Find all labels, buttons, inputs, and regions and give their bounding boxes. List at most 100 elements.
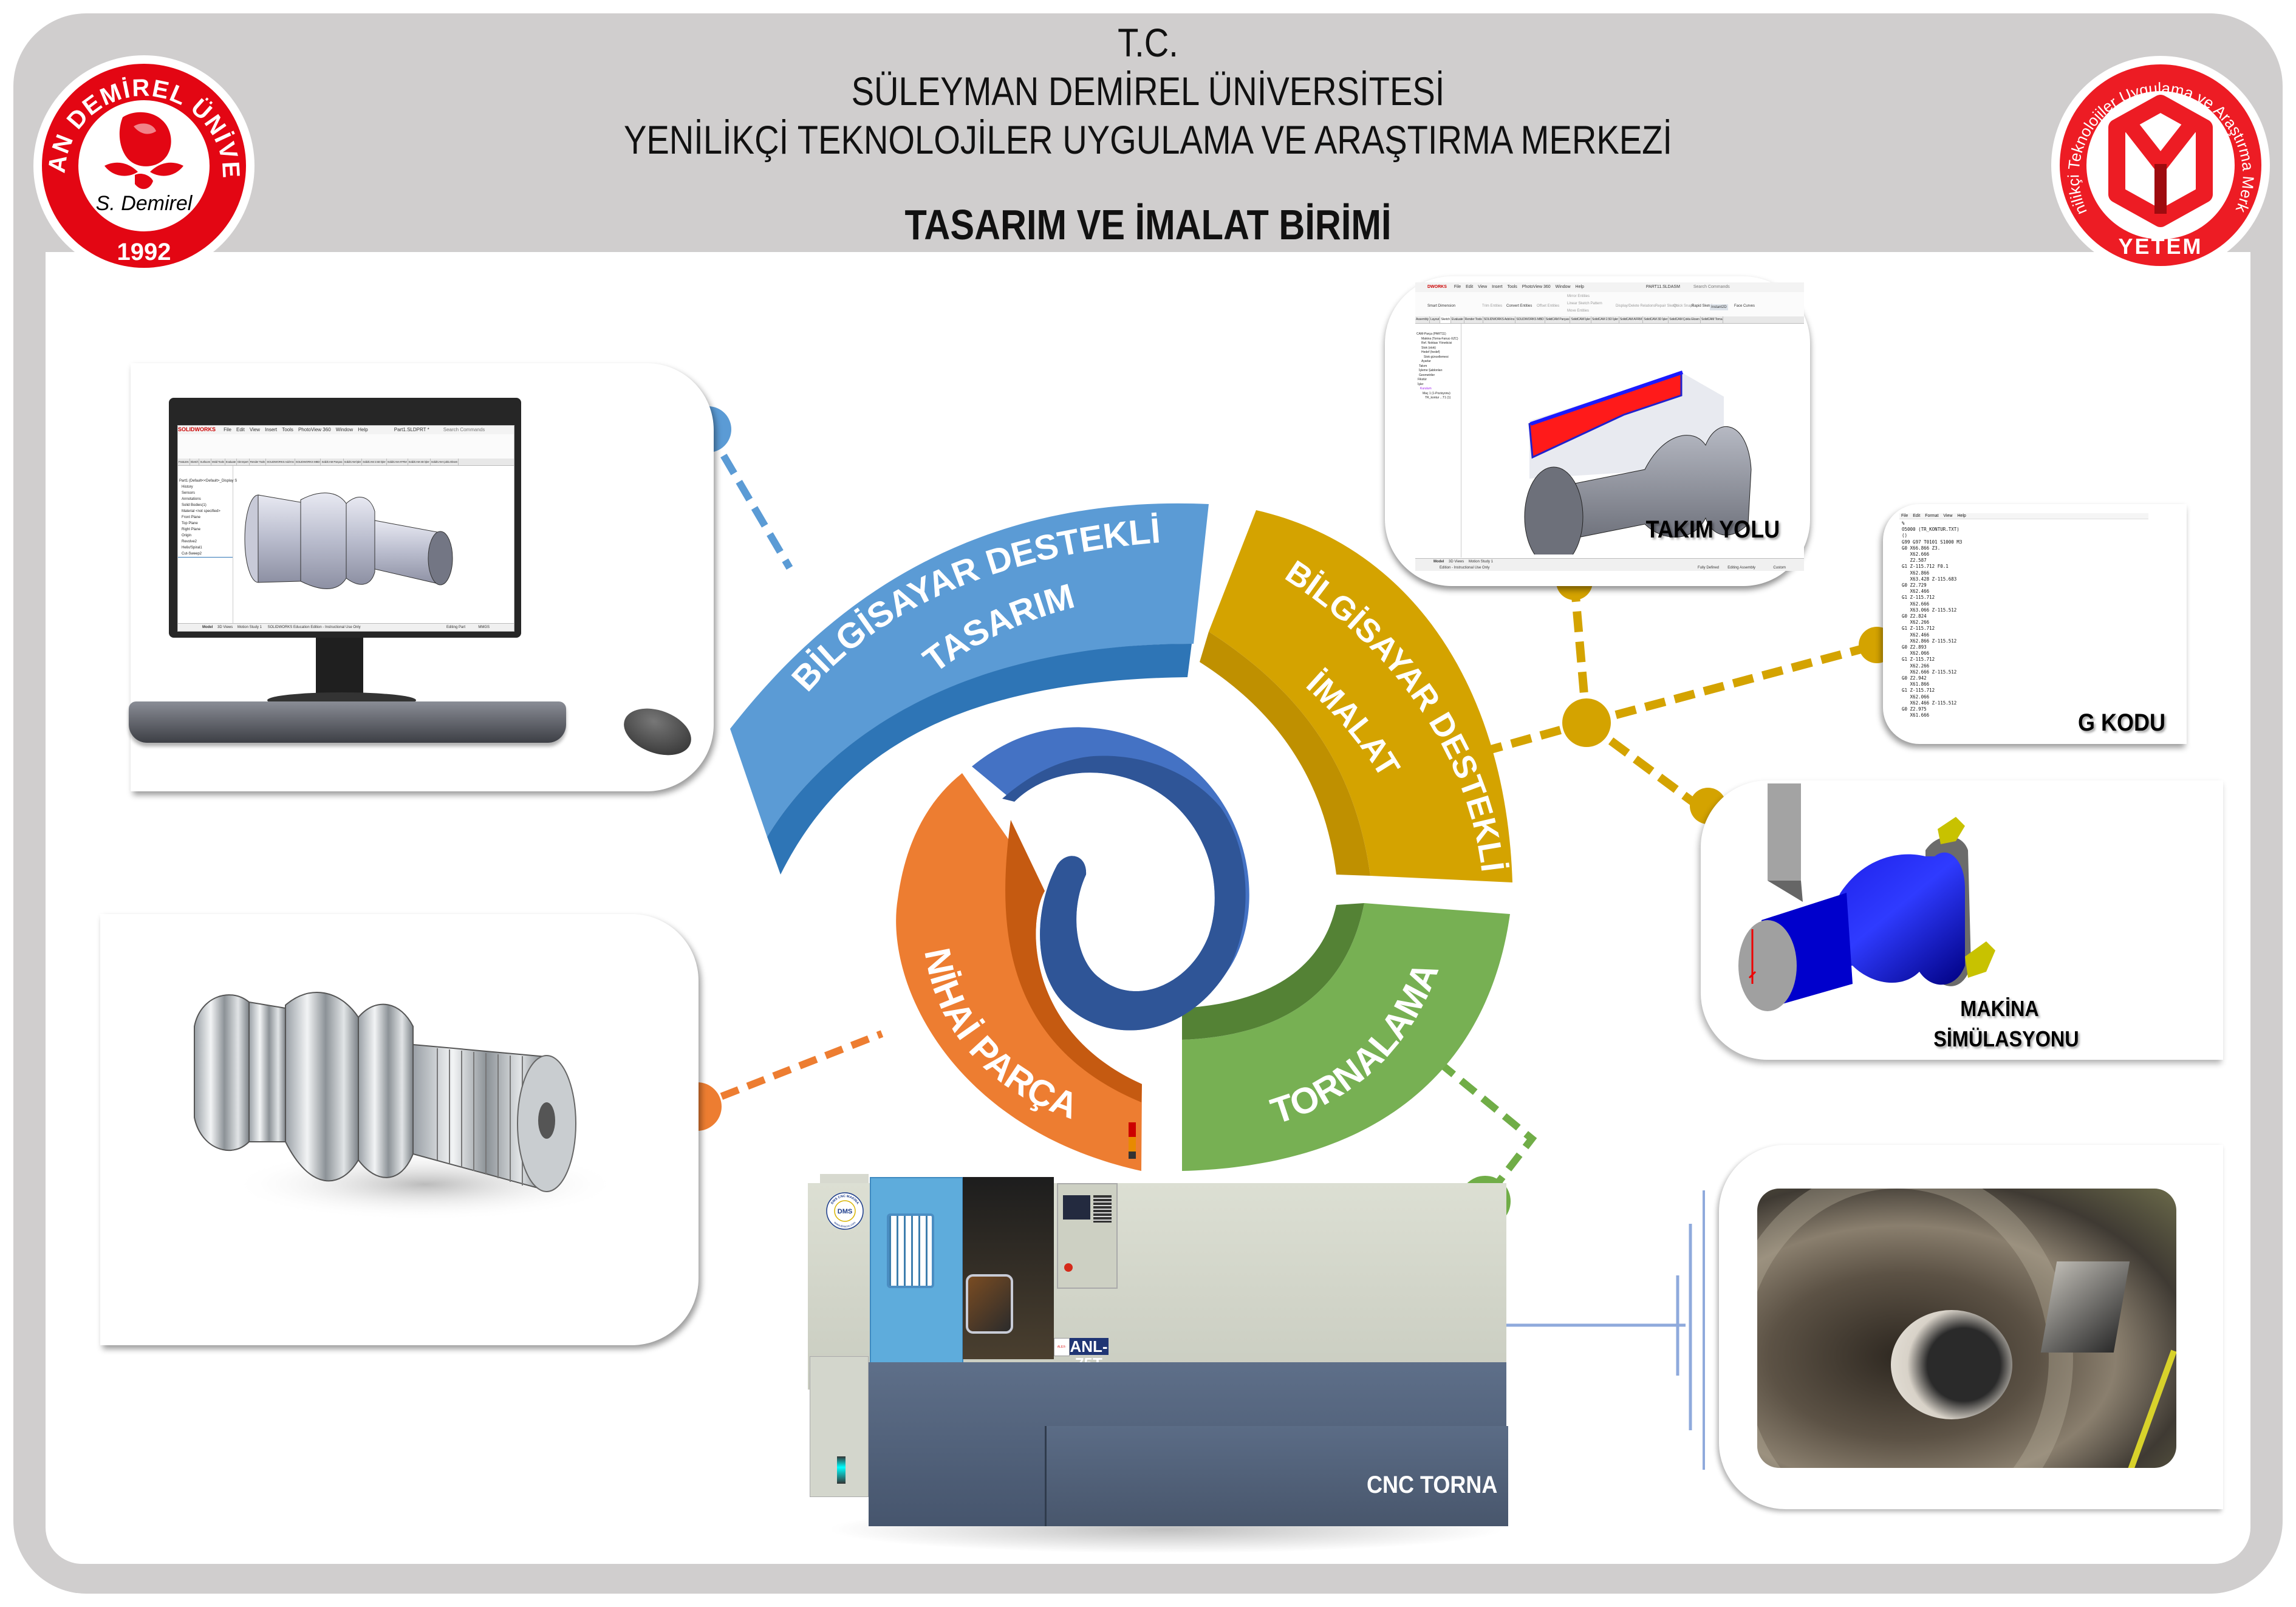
gcode-menu-format[interactable]: Format <box>1925 514 1939 518</box>
cad-tab[interactable]: Features <box>178 459 190 465</box>
segment-turning[interactable] <box>1182 903 1510 1171</box>
cad-menu-help[interactable]: Help <box>358 427 368 432</box>
cam-tab[interactable]: SolidCAM 2.5D İşler <box>1591 316 1619 323</box>
cam-tree-item[interactable]: Stok (stok) <box>1421 346 1436 350</box>
cam-tab[interactable]: SOLIDWORKS Add-Ins <box>1483 316 1516 323</box>
cad-bottom-tab-model[interactable]: Model <box>202 626 213 629</box>
cam-ribbon-btn[interactable]: Instant2D <box>1710 304 1728 310</box>
cad-tab[interactable]: DimXpert <box>237 459 250 465</box>
segment-final[interactable] <box>896 773 1142 1171</box>
cam-search[interactable]: Search Commands <box>1693 285 1730 289</box>
cam-tab[interactable]: SOLIDWORKS MBD <box>1515 316 1545 323</box>
cad-tree-item[interactable]: Helix/Spiral1 <box>182 546 202 550</box>
cad-menu-edit[interactable]: Edit <box>236 427 245 432</box>
cad-tab[interactable]: Mold Tools <box>211 459 225 465</box>
cam-ribbon-btn[interactable]: Convert Entities <box>1506 304 1532 308</box>
cad-tab[interactable]: SolidCAM 2.5D İşler <box>362 459 387 465</box>
cam-menu-edit[interactable]: Edit <box>1466 285 1474 289</box>
cam-ribbon-btn[interactable]: Quick Snaps <box>1673 304 1695 308</box>
cam-tree-item[interactable]: Ayarlar <box>1421 360 1431 363</box>
cad-tree-item[interactable]: Annotations <box>182 497 201 501</box>
cad-menu-insert[interactable]: Insert <box>265 427 278 432</box>
cad-bottom-tab-3d[interactable]: 3D Views <box>217 626 233 629</box>
cad-tab[interactable]: SolidCAM 3D İşler <box>408 459 431 465</box>
cam-menu-insert[interactable]: Insert <box>1492 285 1503 289</box>
cam-tree-item[interactable]: İşleme Şablonları <box>1419 369 1443 372</box>
cad-bottom-tab-motion[interactable]: Motion Study 1 <box>237 626 262 629</box>
cam-ribbon-btn[interactable]: Smart Dimension <box>1427 304 1456 308</box>
cam-menu-file[interactable]: File <box>1454 285 1461 289</box>
cad-tree-item[interactable]: Solid Bodies(1) <box>182 503 207 507</box>
cam-tree-item[interactable]: Geometriler <box>1419 373 1435 377</box>
cam-tree-item[interactable]: Maç 1 (1-Pozisyonu) <box>1423 391 1450 395</box>
cam-ribbon-btn[interactable]: Trim Entities <box>1482 304 1503 308</box>
cad-tab[interactable]: Surfaces <box>199 459 211 465</box>
cad-tree-item[interactable]: Origin <box>182 534 192 537</box>
cam-tree-item[interactable]: Hedef (hedef) <box>1421 350 1440 354</box>
cam-tree-item[interactable]: Kurulum <box>1420 387 1432 391</box>
cad-menu-view[interactable]: View <box>249 427 261 432</box>
cam-tab[interactable]: Render Tools <box>1464 316 1483 323</box>
cam-tree-item[interactable]: Fikstür <box>1418 378 1427 381</box>
cad-menu-window[interactable]: Window <box>335 427 354 432</box>
cad-tree-item[interactable]: Revolve2 <box>182 540 197 544</box>
cam-tab[interactable]: Sketch <box>1440 316 1451 323</box>
cam-menu-window[interactable]: Window <box>1555 285 1571 289</box>
segment-cad[interactable] <box>730 503 1209 875</box>
gcode-menu-help[interactable]: Help <box>1957 514 1966 518</box>
cad-tree-item[interactable]: Top Plane <box>182 522 198 525</box>
cam-bottom-tab-model[interactable]: Model <box>1433 560 1444 564</box>
cam-menu-help[interactable]: Help <box>1575 285 1584 289</box>
cad-tree-item[interactable]: Cut-Sweep2 <box>178 551 233 558</box>
cad-tree-item[interactable]: Part1 (Default<<Default>_Display S <box>179 479 237 483</box>
cam-tree-item[interactable]: Makina (Torna-Fanuc-XZC) <box>1421 336 1458 341</box>
cam-tab[interactable]: Evaluate <box>1451 316 1464 323</box>
cam-tree-item[interactable]: TR_kontur ...T1 (1) <box>1425 396 1451 400</box>
cad-tab[interactable]: Sketch <box>190 459 200 465</box>
cam-ribbon-btn[interactable]: Move Entities <box>1567 309 1590 313</box>
cad-tab[interactable]: Evaluate <box>225 459 237 465</box>
cam-ribbon-btn[interactable]: Face Curves <box>1734 304 1755 308</box>
cam-ribbon-btn[interactable]: Display/Delete Relations <box>1616 304 1656 308</box>
cam-tab[interactable]: SolidCAM 3D İşler <box>1643 316 1669 323</box>
cad-tab[interactable]: SOLIDWORKS MBD <box>295 459 321 465</box>
cam-tab[interactable]: SolidCAM İşler <box>1570 316 1591 323</box>
gcode-menu-view[interactable]: View <box>1943 514 1953 518</box>
cad-menu-tools[interactable]: Tools <box>282 427 293 432</box>
gcode-text[interactable]: %O5000 (TR_KONTUR.TXT)()G99 G97 T0101 S1… <box>1899 519 2148 720</box>
cad-tree-item[interactable]: Sensors <box>182 491 196 495</box>
cam-menu-photoview[interactable]: PhotoView 360 <box>1522 285 1551 289</box>
cad-tab[interactable]: SolidCAM İşler <box>344 459 363 465</box>
cam-tree-item[interactable]: Ref. Noktası Yöneticisi <box>1421 341 1452 345</box>
cad-tree-item[interactable]: Material <not specified> <box>182 510 220 513</box>
cad-tab[interactable]: SolidCAM Parçası <box>321 459 344 465</box>
gcode-menu-edit[interactable]: Edit <box>1913 514 1921 518</box>
cad-tree-item[interactable]: History <box>182 485 193 489</box>
cad-tree-item[interactable]: Right Plane <box>182 528 201 531</box>
cad-menu-file[interactable]: File <box>224 427 231 432</box>
cam-tree-item[interactable]: Stok güncellemesi <box>1424 355 1449 359</box>
cam-ribbon-btn[interactable]: Mirror Entities <box>1567 295 1590 298</box>
emergency-stop-button[interactable] <box>1064 1263 1073 1272</box>
cam-ribbon-btn[interactable]: Rapid Sketch <box>1692 304 1713 308</box>
cam-ribbon-btn[interactable]: Offset Entities <box>1537 304 1560 308</box>
cam-tab[interactable]: SolidCAM Parçası <box>1545 316 1571 323</box>
cad-tab[interactable]: Render Tools <box>250 459 267 465</box>
segment-cam[interactable] <box>1200 510 1512 882</box>
cam-tab[interactable]: SolidCAM Torna <box>1701 316 1724 323</box>
cad-menu-photoview[interactable]: PhotoView 360 <box>298 427 331 432</box>
cam-bottom-tab-motion[interactable]: Motion Study 1 <box>1468 560 1493 564</box>
cad-tab[interactable]: SolidCAM AFRM <box>387 459 408 465</box>
cam-tree-item[interactable]: Takım <box>1419 364 1427 368</box>
cam-tab[interactable]: SolidCAM AFRM <box>1619 316 1644 323</box>
cam-tree-item[interactable]: CAM-Parça (PART11) <box>1416 332 1446 336</box>
cam-menu-view[interactable]: View <box>1478 285 1488 289</box>
cam-tab[interactable]: Layout <box>1430 316 1441 323</box>
cam-ribbon-btn[interactable]: Repair Sketch <box>1655 304 1678 308</box>
cam-bottom-tab-3d[interactable]: 3D Views <box>1449 560 1464 564</box>
cam-tab[interactable]: SolidCAM Çoklu Eksen <box>1669 316 1701 323</box>
cam-tree-item[interactable]: İşler <box>1418 382 1424 386</box>
cam-tab[interactable]: Assembly <box>1415 316 1430 323</box>
cam-ribbon-btn[interactable]: Linear Sketch Pattern <box>1567 302 1602 305</box>
cad-search[interactable]: Search Commands <box>443 427 485 432</box>
